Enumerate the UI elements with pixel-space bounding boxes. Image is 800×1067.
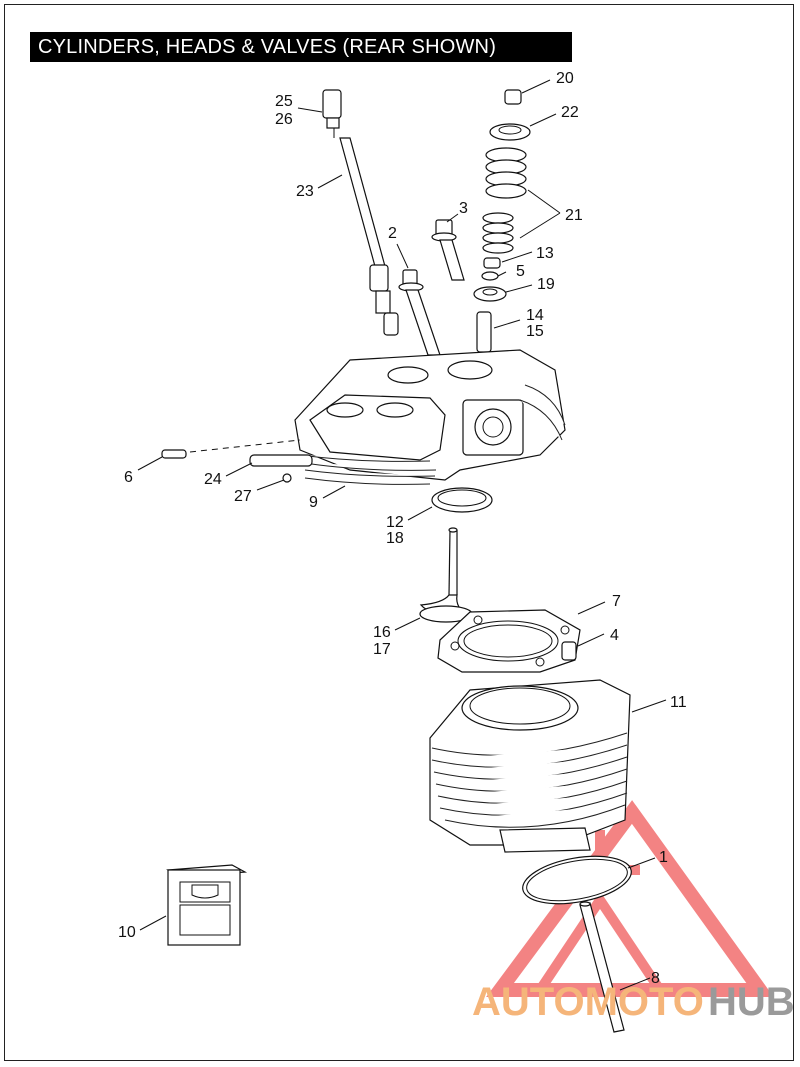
callout-25: 25 [275,93,293,110]
page-title: CYLINDERS, HEADS & VALVES (REAR SHOWN) [30,32,572,62]
callout-2: 2 [388,225,397,242]
callout-11: 11 [670,694,687,711]
callout-15: 15 [526,323,544,340]
cylinder [429,679,631,853]
leader-lines [137,79,667,991]
watermark-part1: AUTOMOTO [472,980,704,1024]
head-gasket [437,609,581,673]
callout-18: 18 [386,530,404,547]
callout-22: 22 [561,104,579,121]
callout-labels: 25 26 23 2 3 20 22 21 13 5 19 14 15 6 24… [118,70,687,987]
callout-16: 16 [373,624,391,641]
callout-23: 23 [296,183,314,200]
callout-12: 12 [386,514,404,531]
gasket-kit-box [166,864,248,946]
callout-27: 27 [234,488,252,505]
cylinder-head [294,349,566,485]
callout-20: 20 [556,70,574,87]
callout-5: 5 [516,263,525,280]
pushrod-assembly [322,89,399,336]
small-parts-left [161,449,313,483]
callout-21: 21 [565,207,583,224]
diagram-frame [4,4,794,1061]
watermark-part2: HUB [708,980,795,1024]
guide-line [189,439,301,453]
callout-14: 14 [526,307,544,324]
callout-9: 9 [309,494,318,511]
callout-4: 4 [610,627,619,644]
callout-1: 1 [659,849,668,866]
valve-springs [473,89,531,353]
watermark-text: AUTOMOTO HUB [472,980,795,1024]
callout-6: 6 [124,469,133,486]
callout-19: 19 [537,276,555,293]
valve-and-seal [419,487,493,623]
callout-13: 13 [536,245,554,262]
valve-guides [398,219,465,356]
callout-24: 24 [204,471,222,488]
o-ring-and-pin [522,855,632,1033]
callout-8: 8 [651,970,660,987]
callout-10: 10 [118,924,136,941]
callout-26: 26 [275,111,293,128]
callout-17: 17 [373,641,391,658]
callout-7: 7 [612,593,621,610]
callout-3: 3 [459,200,468,217]
